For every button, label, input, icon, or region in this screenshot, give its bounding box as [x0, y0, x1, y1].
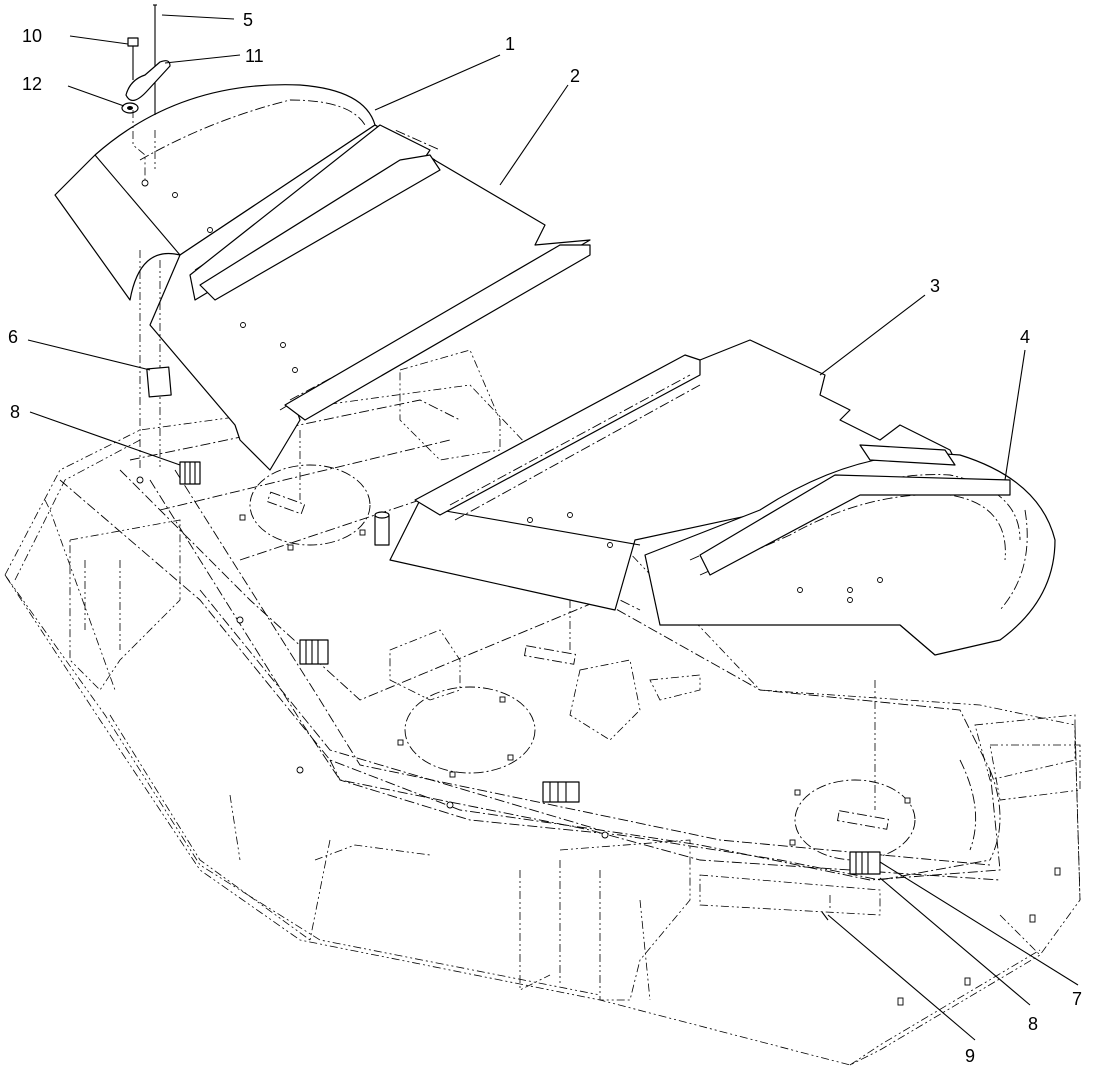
callout-6: 6 [8, 327, 18, 347]
belt-cover-left [54, 84, 591, 471]
leader-lines [27, 14, 1079, 1041]
callout-3: 3 [930, 276, 940, 296]
callout-2: 2 [570, 66, 580, 86]
deck-mounting-holes [136, 476, 1061, 1006]
callout-5: 5 [243, 10, 253, 30]
callout-9: 9 [965, 1046, 975, 1066]
belt-cover-right [389, 339, 1056, 656]
callout-7: 7 [1072, 989, 1082, 1009]
callout-labels: 1 2 3 4 5 6 7 8 8 9 10 11 12 [8, 10, 1082, 1066]
callout-10: 10 [22, 26, 42, 46]
hardware [121, 4, 881, 921]
callout-1: 1 [505, 34, 515, 54]
callout-4: 4 [1020, 327, 1030, 347]
callout-8-left: 8 [10, 402, 20, 422]
callout-8-right: 8 [1028, 1014, 1038, 1034]
callout-11: 11 [245, 46, 264, 66]
mower-deck-shell [4, 349, 1081, 1066]
callout-12: 12 [22, 74, 42, 94]
